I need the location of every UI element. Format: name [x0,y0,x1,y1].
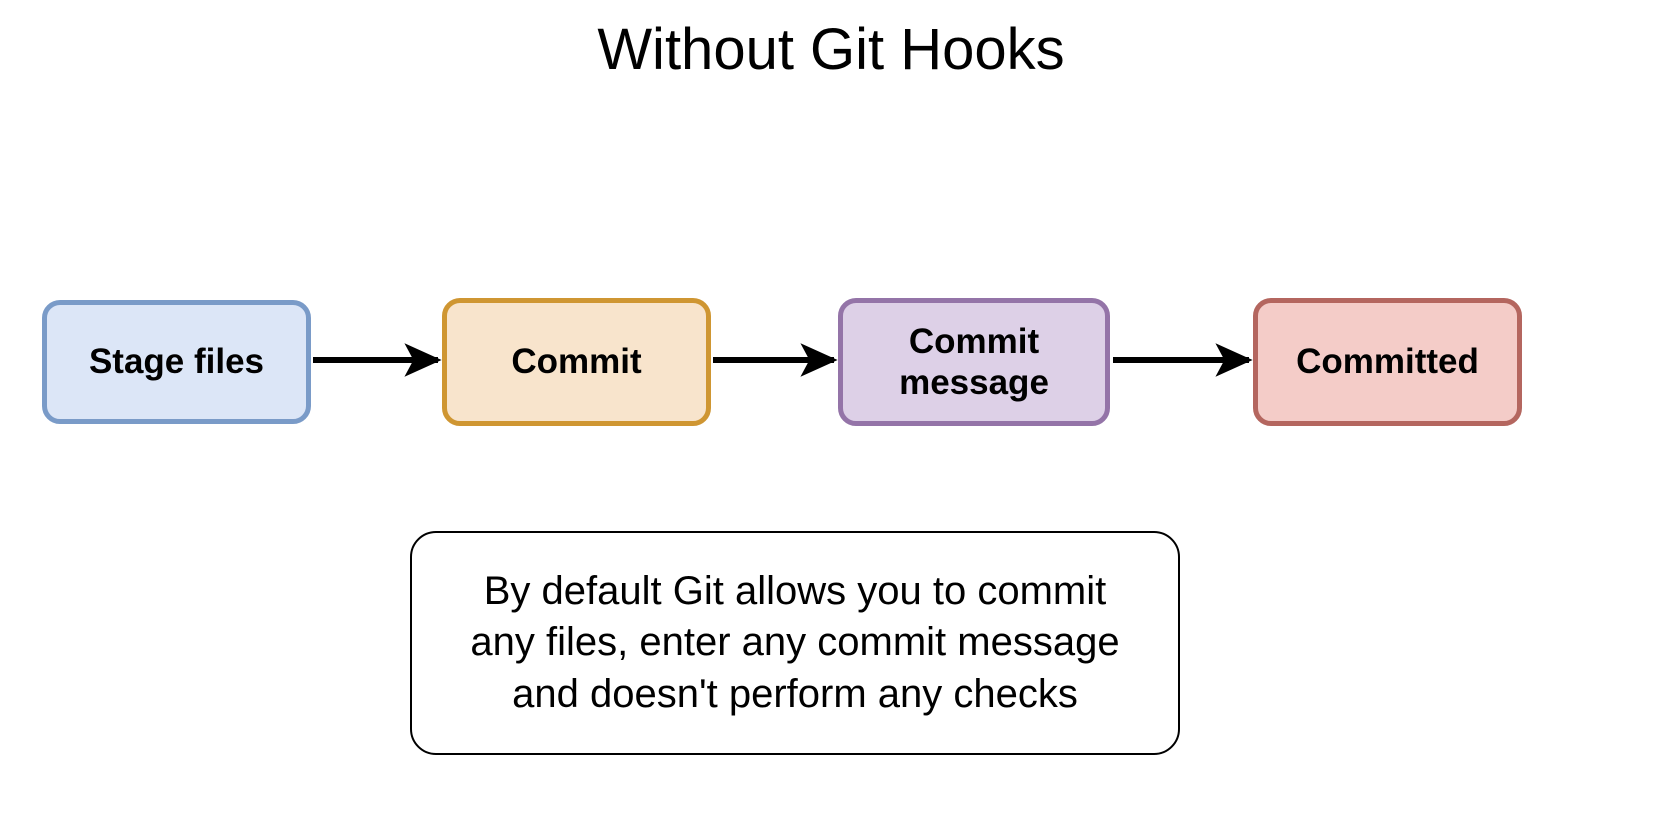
diagram-title: Without Git Hooks [597,17,1065,82]
flow-node-committed[interactable]: Committed [1253,298,1522,426]
flow-node-label: Commit message [899,321,1049,402]
flow-node-label: Commit [511,342,642,382]
flow-node-commit[interactable]: Commit [442,298,711,426]
flow-node-label: Stage files [88,342,265,382]
flow-node-commit-message[interactable]: Commit message [838,298,1110,426]
note-text: By default Git allows you to commit any … [470,569,1120,716]
flow-node-label: Committed [1296,342,1479,382]
flow-node-stage-files[interactable]: Stage files [42,300,311,424]
note-box: By default Git allows you to commit any … [410,531,1180,755]
